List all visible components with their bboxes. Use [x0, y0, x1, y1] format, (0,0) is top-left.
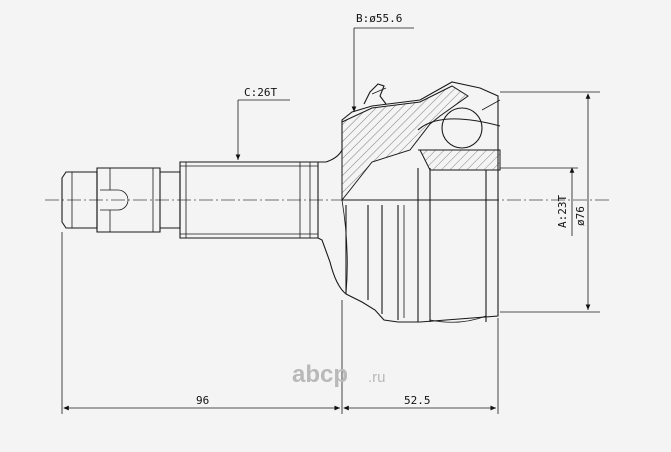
bottom-dimensions: 96 52.5 — [61, 232, 499, 414]
dim-right-label: 52.5 — [404, 394, 431, 407]
shaft-tip — [61, 167, 161, 233]
c-callout: C:26T — [235, 86, 290, 160]
a-spec-label: A:23T — [556, 195, 569, 228]
svg-text:abcp: abcp — [292, 361, 348, 388]
bell-body — [341, 168, 498, 323]
b-spec-label: B:ø55.6 — [356, 12, 402, 25]
ball-cage — [417, 99, 501, 171]
right-dimensions: A:23T ø76 — [500, 91, 600, 313]
outer-dia-label: ø76 — [574, 206, 587, 226]
watermark-logo: abcp .ru — [292, 361, 386, 388]
outer-housing — [317, 81, 499, 323]
b-callout: B:ø55.6 — [351, 12, 414, 112]
svg-text:.ru: .ru — [368, 369, 386, 386]
dim-left-label: 96 — [196, 394, 209, 407]
c-spec-label: C:26T — [244, 86, 277, 99]
